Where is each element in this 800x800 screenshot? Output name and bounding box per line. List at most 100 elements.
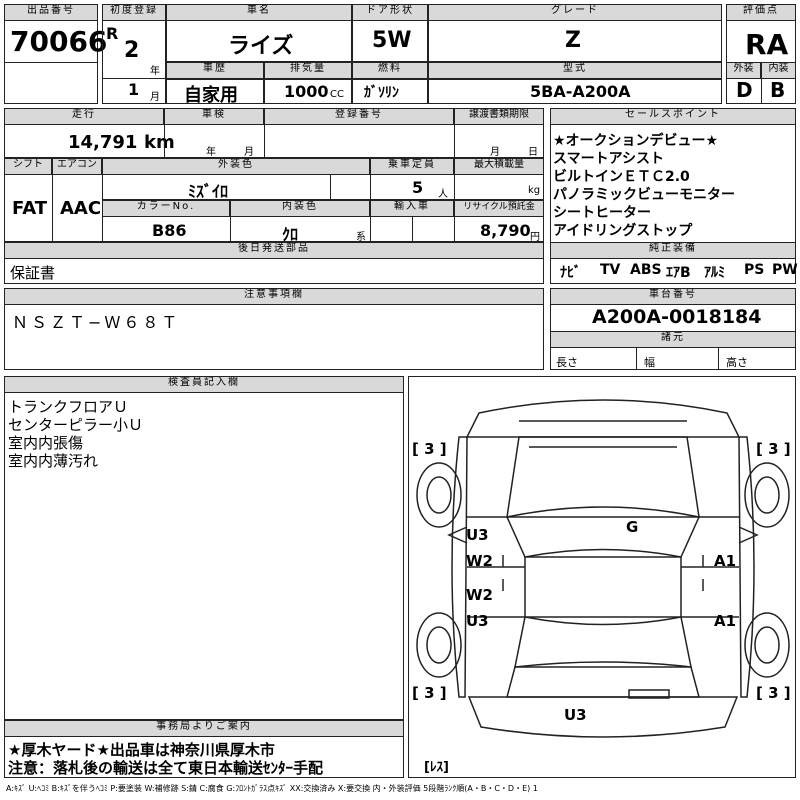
capacity: 5: [412, 178, 424, 197]
transfer-deadline-label: 譲渡書類期限: [454, 108, 544, 125]
interior-color: ｸﾛ: [282, 225, 299, 244]
fuel-cell: [352, 79, 428, 104]
damage-mark-front-right: [ 3 ]: [756, 440, 791, 458]
inspector-label: 検査員記入欄: [4, 376, 404, 393]
equipment-item: ｱﾙﾐ: [704, 265, 725, 281]
inspector-line: センターピラー小Ｕ: [8, 416, 144, 434]
capacity-label: 乗車定員: [370, 158, 454, 175]
damage-mark-rear-left: [ 3 ]: [412, 684, 447, 702]
notes-text: ＮＳＺＴ−Ｗ６８Ｔ: [12, 313, 181, 332]
width-label: 幅: [644, 356, 655, 369]
sales-point-item: ★オークションデビュー★: [553, 133, 719, 149]
exterior-color: ﾐｽﾞｲﾛ: [188, 182, 229, 201]
less-mark: [ﾚｽ]: [424, 760, 449, 775]
history: 自家用: [184, 85, 238, 106]
month: 1: [128, 80, 140, 99]
office-line: ★厚木ヤード★出品車は神奈川県厚木市: [8, 741, 275, 759]
fuel: ｶﾞｿﾘﾝ: [364, 85, 399, 101]
ac: AAC: [60, 198, 102, 219]
month-unit: 月: [150, 92, 160, 103]
displacement-label: 排気量: [264, 62, 352, 79]
damage-mark-right-rear-door: A1: [714, 612, 737, 630]
damage-mark-left-rear-door-1: W2: [466, 586, 493, 604]
grade: Z: [565, 28, 581, 53]
height-label: 高さ: [726, 356, 748, 369]
interior-grade: B: [770, 78, 786, 102]
inspection-label: 車検: [164, 108, 264, 125]
exterior-label: 外装: [726, 62, 761, 79]
model-cell: [428, 79, 722, 104]
car-name: ライズ: [228, 34, 294, 59]
recycle-label: リサイクル預託金: [454, 200, 544, 217]
interior-color-label: 内装色: [230, 200, 370, 217]
history-label: 車歴: [166, 62, 264, 79]
mileage-unit: km: [144, 132, 175, 153]
interior-label: 内装: [761, 62, 796, 79]
exterior-color-label: 外装色: [102, 158, 370, 175]
inspector-line: トランクフロアＵ: [8, 398, 129, 416]
damage-mark-left-rear-door-2: U3: [466, 612, 489, 630]
shift: FAT: [12, 198, 48, 219]
chassis-number: A200A-0018184: [592, 306, 762, 328]
model-label: 型式: [428, 62, 722, 79]
inspection-year: 年: [206, 147, 216, 158]
mileage-label: 走行: [4, 108, 164, 125]
transfer-day: 日: [528, 147, 538, 158]
damage-mark-right-front-door: A1: [714, 552, 737, 570]
ac-label: エアコン: [52, 158, 102, 175]
damage-mark-rear-right: [ 3 ]: [756, 684, 791, 702]
damage-mark-windshield: G: [626, 518, 639, 536]
sales-point-item: スマートアシスト: [553, 151, 665, 167]
length-label: 長さ: [556, 356, 578, 369]
recycle: 8,790: [480, 221, 531, 240]
score: RA: [745, 28, 789, 61]
equipment-item: ABS: [630, 262, 662, 278]
displacement: 1000: [284, 82, 329, 101]
equipment-item: ｴｱB: [666, 265, 691, 281]
notes-label: 注意事項欄: [4, 288, 544, 305]
sales-points-label: セールスポイント: [550, 108, 796, 125]
fuel-label: 燃料: [352, 62, 428, 79]
damage-mark-left-front-door-2: W2: [466, 552, 493, 570]
era: R: [106, 24, 119, 43]
equipment-item: TV: [600, 262, 621, 278]
grade-label: グレード: [428, 4, 722, 21]
capacity-unit: 人: [438, 189, 448, 200]
inspector-line: 室内内張傷: [8, 434, 84, 452]
registration-no-label: 登録番号: [264, 108, 454, 125]
first-registration-label: 初度登録: [102, 4, 166, 21]
transfer-month: 月: [490, 147, 500, 158]
equipment-item: ﾅﾋﾞ: [560, 265, 581, 281]
equipment-item: PS: [744, 262, 765, 278]
chassis-label: 車台番号: [550, 288, 796, 305]
equipment-label: 純正装備: [550, 242, 796, 259]
later-parts-label: 後日発送部品: [4, 242, 544, 259]
score-label: 評価点: [726, 4, 796, 21]
inspection-month: 月: [244, 147, 254, 158]
sales-point-item: シートヒーター: [553, 205, 651, 221]
damage-mark-rear-bumper: U3: [564, 706, 587, 724]
damage-mark-left-front-door-1: U3: [466, 526, 489, 544]
dimensions-label: 諸元: [550, 331, 796, 348]
year: 2: [124, 38, 140, 63]
recycle-unit: 円: [530, 232, 540, 243]
sales-point-item: ビルトインＥＴＣ2.0: [553, 169, 690, 185]
door-label: ドア形状: [352, 4, 428, 21]
import-label: 輸入車: [370, 200, 454, 217]
car-name-label: 車名: [166, 4, 352, 21]
office-line: 注意：落札後の輸送は全て東日本輸送ｾﾝﾀｰ手配: [8, 759, 324, 777]
exterior-grade: D: [736, 78, 753, 102]
damage-mark-front-left: [ 3 ]: [412, 440, 447, 458]
sales-point-item: アイドリングストップ: [553, 223, 693, 239]
shift-label: シフト: [4, 158, 52, 175]
car-outline: [416, 399, 790, 738]
year-unit: 年: [150, 66, 160, 77]
inspector-line: 室内内薄汚れ: [8, 452, 99, 470]
max-load-label: 最大積載量: [454, 158, 544, 175]
color-no: B86: [152, 221, 187, 240]
car-diagram: [408, 376, 796, 778]
lot-number: 70066: [10, 25, 108, 58]
max-load-unit: kg: [528, 185, 541, 196]
mileage: 14,791: [68, 132, 138, 153]
interior-color-unit: 系: [356, 232, 366, 243]
